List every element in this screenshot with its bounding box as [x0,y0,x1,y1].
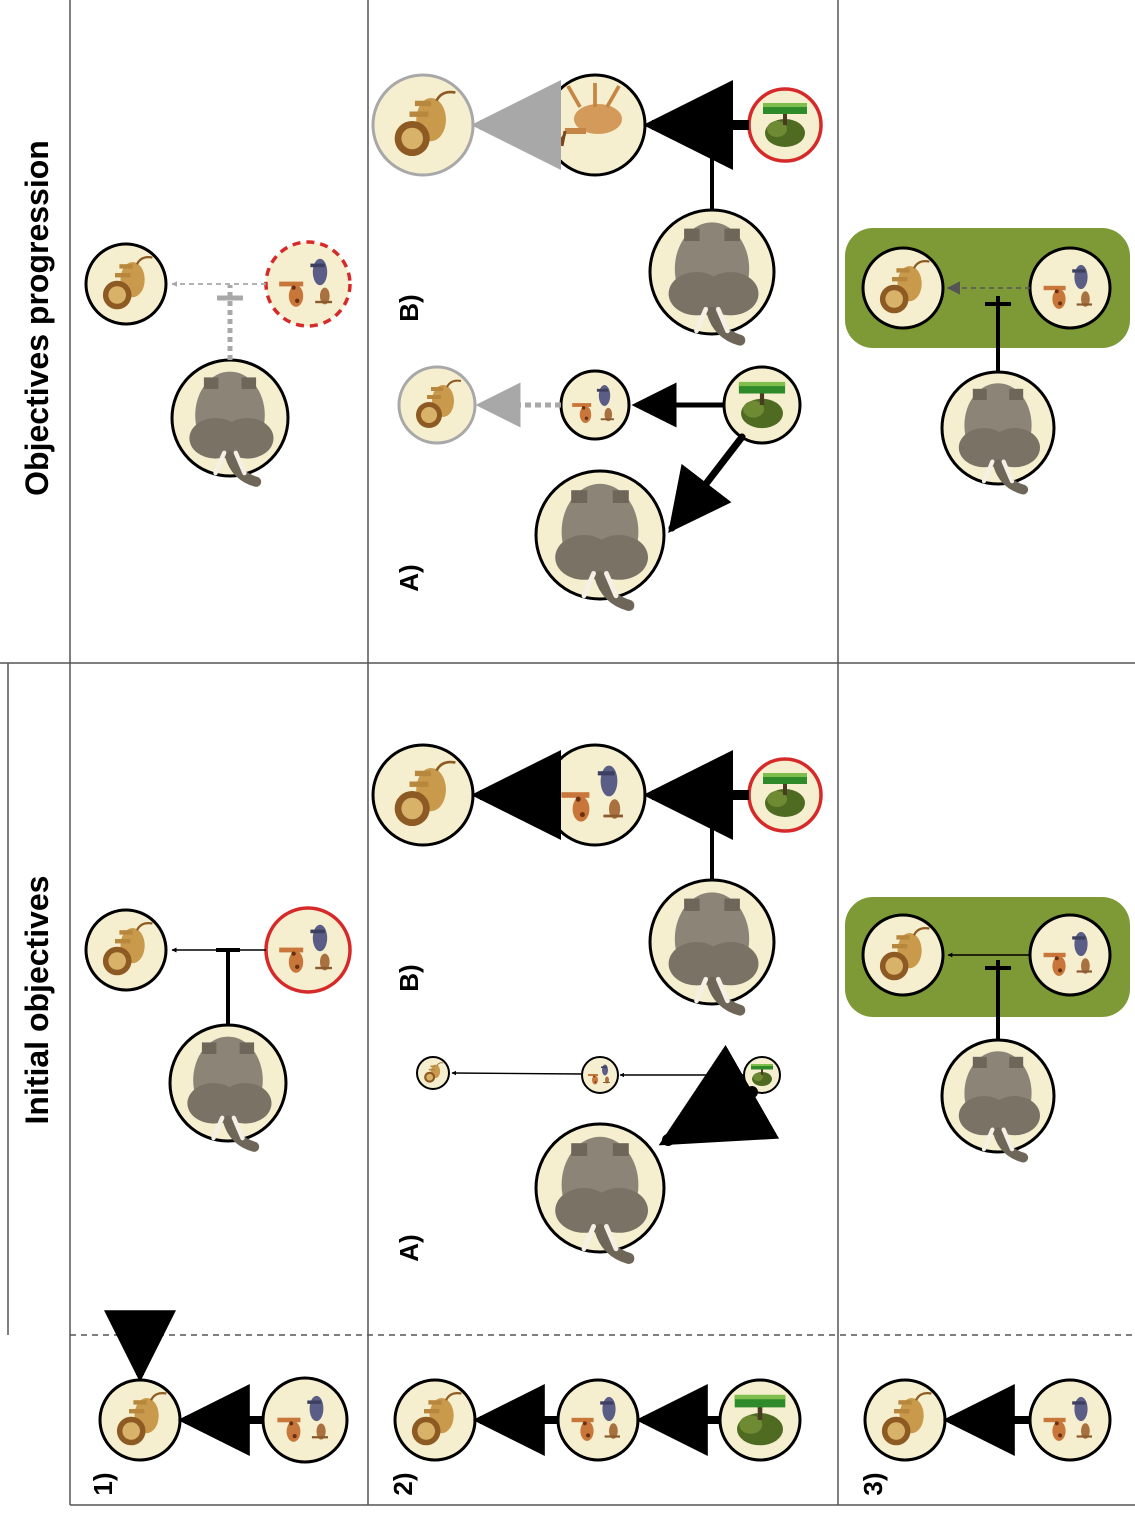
panel-label-b-initial: B) [394,964,424,991]
panel-label-a-initial: A) [394,1234,424,1261]
acacia-tree-icon [763,775,807,817]
panel-label-a-progression: A) [394,564,424,591]
acacia-tree-icon [739,384,785,428]
ref-row-1 [100,1318,180,1460]
r2-progression-b [373,75,821,340]
lion-node [100,1380,180,1460]
acacia-tree-icon [751,1065,773,1086]
ref-row-1-herb [185,1378,347,1462]
r3-progression [845,228,1130,490]
r1-initial [86,908,350,1147]
r3-initial [845,897,1130,1158]
acacia-tree-icon [763,105,807,147]
r2-initial-b [373,745,821,1010]
panel-label-b-progression: B) [394,294,424,321]
r1-progression [86,242,350,482]
ref-row-2 [395,1380,800,1460]
header-objectives-progression: Objectives progression [19,140,55,496]
acacia-tree-icon [735,1397,786,1445]
header-initial-objectives: Initial objectives [19,876,55,1125]
ref-row-3 [865,1380,1110,1460]
r2-initial-a [417,1057,780,1258]
row-label-1: 1) [88,1472,118,1495]
row-label-2: 2) [388,1472,418,1495]
row-label-3: 3) [858,1472,888,1495]
r2-progression-a [399,367,800,605]
